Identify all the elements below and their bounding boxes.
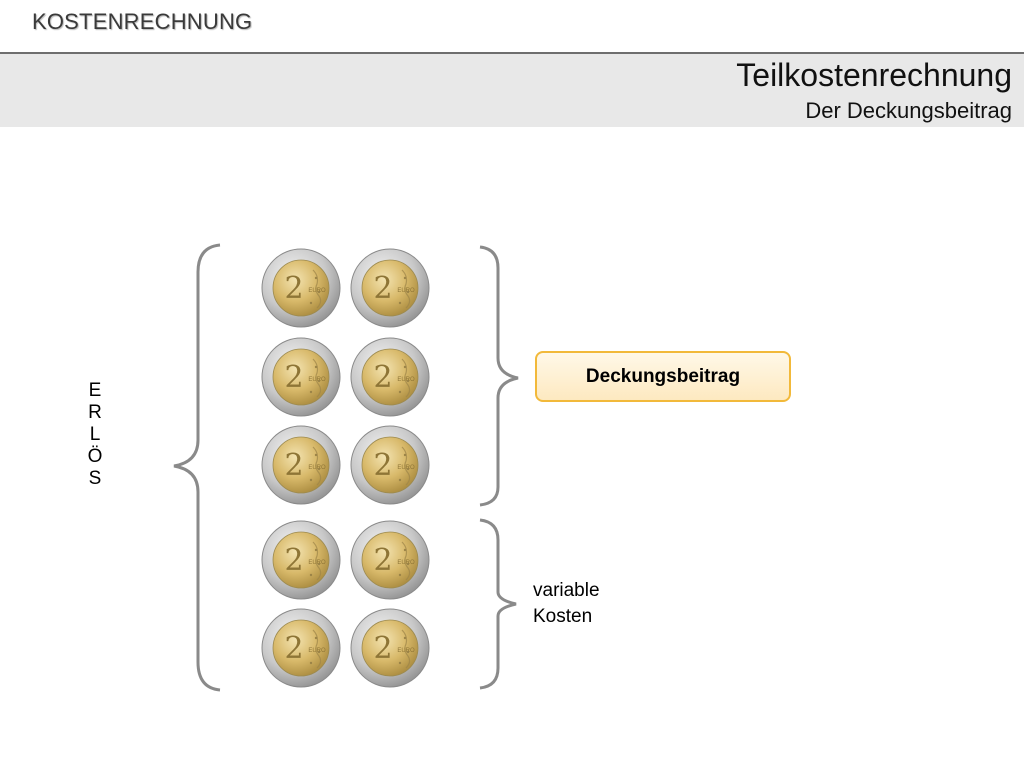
- two-euro-coin-icon: 2 EURO: [350, 425, 430, 505]
- two-euro-coin-icon: 2 EURO: [261, 337, 341, 417]
- two-euro-coin-icon: 2 EURO: [261, 608, 341, 688]
- two-euro-coin-icon: 2 EURO: [261, 520, 341, 600]
- coin-denomination: 2: [284, 631, 303, 666]
- two-euro-coin-icon: 2 EURO: [350, 248, 430, 328]
- coin-denomination: 2: [284, 360, 303, 395]
- two-euro-coin-icon: 2 EURO: [261, 425, 341, 505]
- coin-euro-label: EURO: [397, 560, 415, 566]
- coin-denomination: 2: [373, 631, 392, 666]
- section-title: KOSTENRECHNUNG: [32, 9, 253, 34]
- coin-euro-label: EURO: [308, 377, 326, 383]
- coin-denomination: 2: [284, 271, 303, 306]
- coin-euro-label: EURO: [397, 465, 415, 471]
- revenue-letter: L: [89, 424, 101, 445]
- coin-euro-label: EURO: [397, 288, 415, 294]
- page-subtitle: Der Deckungsbeitrag: [805, 98, 1012, 123]
- coin-euro-label: EURO: [308, 648, 326, 654]
- contribution-margin-box: Deckungsbeitrag: [535, 351, 791, 402]
- header-band: [0, 54, 1024, 127]
- coin-denomination: 2: [373, 448, 392, 483]
- revenue-letter: Ö: [87, 446, 103, 467]
- revenue-letter: S: [88, 468, 102, 489]
- revenue-letter: E: [88, 380, 102, 401]
- two-euro-coin-icon: 2 EURO: [350, 520, 430, 600]
- coin-denomination: 2: [284, 448, 303, 483]
- contribution-margin-label: Deckungsbeitrag: [585, 365, 741, 387]
- variable-costs-brace: [479, 518, 517, 690]
- coin-euro-label: EURO: [397, 377, 415, 383]
- page-title: Teilkostenrechnung: [736, 57, 1012, 93]
- coin-euro-label: EURO: [308, 560, 326, 566]
- coin-euro-label: EURO: [308, 465, 326, 471]
- coin-denomination: 2: [373, 360, 392, 395]
- revenue-vertical-label: E R L Ö S: [84, 380, 106, 490]
- two-euro-coin-icon: 2 EURO: [261, 248, 341, 328]
- variable-costs-line: Kosten: [533, 606, 593, 627]
- header-divider: [0, 52, 1024, 54]
- variable-costs-label: variable Kosten: [533, 578, 600, 630]
- two-euro-coin-icon: 2 EURO: [350, 337, 430, 417]
- coin-denomination: 2: [373, 271, 392, 306]
- coin-denomination: 2: [284, 543, 303, 578]
- coin-denomination: 2: [373, 543, 392, 578]
- variable-costs-line: variable: [533, 580, 600, 601]
- revenue-brace: [173, 243, 221, 692]
- contribution-brace: [479, 245, 519, 507]
- coin-euro-label: EURO: [397, 648, 415, 654]
- coin-euro-label: EURO: [308, 288, 326, 294]
- two-euro-coin-icon: 2 EURO: [350, 608, 430, 688]
- revenue-letter: R: [88, 402, 102, 423]
